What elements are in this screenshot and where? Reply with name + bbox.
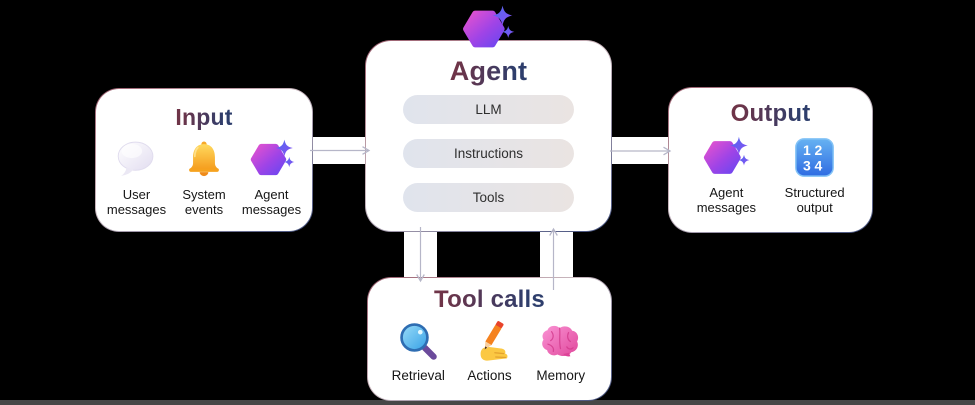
tool-calls-card: Tool calls Retrieval <box>367 277 612 401</box>
connector-toolcalls-agent <box>540 228 573 280</box>
agent-card-title: Agent <box>449 56 528 86</box>
brain-icon <box>539 321 582 362</box>
output-card: Output Agent messages 12 34 <box>668 87 873 233</box>
connector-input-agent <box>308 137 370 164</box>
output-item-label: Structured output <box>784 185 845 215</box>
svg-text:34: 34 <box>803 157 826 173</box>
input-item-label: Agent messages <box>241 187 302 217</box>
tool-calls-item-label: Memory <box>536 368 586 383</box>
input-item-label: User messages <box>106 187 167 217</box>
input-item-system-events: System events <box>173 136 235 217</box>
tool-calls-item-label: Actions <box>467 368 512 383</box>
agent-pill-tools: Tools <box>403 183 574 212</box>
connector-agent-output <box>608 137 674 164</box>
agent-pill-llm: LLM <box>403 95 574 124</box>
agent-hexagon-logo-icon <box>461 4 515 59</box>
output-item-structured-output: 12 34 Structured output <box>784 134 846 215</box>
svg-text:12: 12 <box>803 142 826 158</box>
tool-calls-item-actions: Actions <box>459 321 521 383</box>
bottom-edge-bar <box>0 400 975 405</box>
output-item-label: Agent messages <box>696 185 756 215</box>
numbers-icon: 12 34 <box>794 134 835 180</box>
speech-bubble-icon <box>114 136 159 182</box>
input-card-title: Input <box>175 104 233 130</box>
input-item-agent-messages: Agent messages <box>241 136 303 217</box>
input-item-user-messages: User messages <box>106 136 168 217</box>
tool-calls-card-title: Tool calls <box>434 286 545 313</box>
tool-calls-item-label: Retrieval <box>391 368 445 383</box>
output-card-title: Output <box>730 100 811 127</box>
output-item-agent-messages: Agent messages <box>695 134 757 215</box>
bell-icon <box>183 136 225 182</box>
tool-calls-item-retrieval: Retrieval <box>387 321 449 383</box>
agent-hexagon-icon <box>702 134 750 180</box>
pencil-hand-icon <box>469 321 510 362</box>
agent-hexagon-icon <box>249 136 295 182</box>
input-card: Input User messages <box>95 88 313 232</box>
agent-card: Agent LLM Instructions Tools <box>365 40 612 232</box>
agent-pill-instructions: Instructions <box>403 139 574 168</box>
tool-calls-item-memory: Memory <box>530 321 592 383</box>
connector-agent-toolcalls <box>404 228 437 280</box>
input-item-label: System events <box>182 187 226 217</box>
magnifier-icon <box>398 321 439 362</box>
